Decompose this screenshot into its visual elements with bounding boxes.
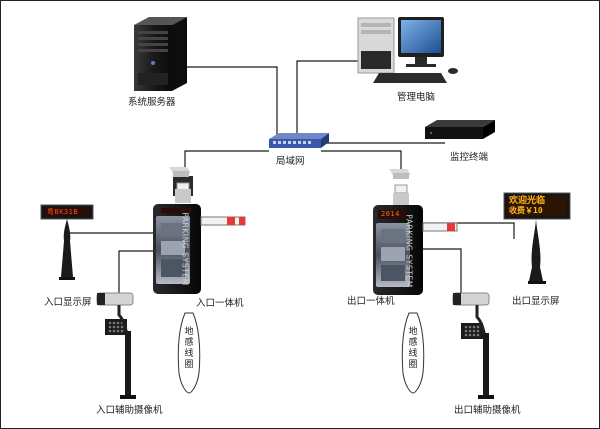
wire-switch-exit-camera xyxy=(321,150,402,169)
entry-led-display xyxy=(40,204,94,280)
exit-unit-label: 出口一体机 xyxy=(347,296,395,307)
exit-display-line1: 欢迎光临 xyxy=(509,196,546,206)
entry-barrier-arm xyxy=(200,216,246,226)
exit-barrier-arm xyxy=(422,222,458,232)
server-label: 系统服务器 xyxy=(128,97,176,108)
entry-loop-char: 线 xyxy=(184,349,194,359)
wire-exit-unit-auxcam xyxy=(422,248,462,293)
exit-unit-screen-text: 2014 xyxy=(381,210,400,218)
dvr-icon xyxy=(425,120,495,139)
wire-entry-unit-display xyxy=(66,232,154,237)
entry-display-label: 入口显示屏 xyxy=(44,297,92,308)
entry-aux-camera-label: 入口辅助摄像机 xyxy=(96,405,163,416)
desktop-pc-icon xyxy=(357,17,458,83)
entry-loop-char: 地 xyxy=(184,327,194,337)
wire-entry-unit-auxcam xyxy=(118,250,154,293)
entry-loop-coil xyxy=(177,312,201,394)
exit-display-line2: 收费￥10 xyxy=(509,206,543,215)
entry-loop-label: 地 感 线 圈 xyxy=(183,327,195,371)
entry-loop-char: 感 xyxy=(184,338,194,348)
exit-display-label: 出口显示屏 xyxy=(512,296,560,307)
wire-switch-entry-camera xyxy=(184,150,269,167)
exit-led-display xyxy=(503,192,571,284)
network-switch-icon xyxy=(269,133,329,148)
lan-label: 局域网 xyxy=(276,156,305,167)
exit-aux-camera-label: 出口辅助摄像机 xyxy=(454,405,521,416)
exit-loop-coil xyxy=(401,312,425,394)
exit-cabinet-text: PARKING SYSTEM xyxy=(404,214,414,288)
exit-loop-label: 地 感 线 圈 xyxy=(407,327,419,371)
entry-unit-label: 入口一体机 xyxy=(196,298,244,309)
entry-cabinet-text: PARKING SYSTEM xyxy=(180,212,190,286)
entry-aux-camera xyxy=(96,292,136,399)
admin-pc-label: 管理电脑 xyxy=(397,92,436,103)
exit-loop-char: 地 xyxy=(408,327,418,337)
entry-loop-char: 圈 xyxy=(184,360,194,370)
server-icon xyxy=(134,17,187,91)
entry-display-text: 粤BK31B xyxy=(47,208,79,216)
entry-unit-cabinet xyxy=(153,167,201,294)
exit-loop-char: 感 xyxy=(408,338,418,348)
exit-unit-cabinet xyxy=(373,169,423,295)
exit-loop-char: 线 xyxy=(408,349,418,359)
wire-server-switch xyxy=(169,66,278,139)
monitor-terminal-label: 监控终端 xyxy=(450,152,489,163)
exit-loop-char: 圈 xyxy=(408,360,418,370)
exit-aux-camera xyxy=(452,292,494,399)
network-wires xyxy=(66,60,515,293)
